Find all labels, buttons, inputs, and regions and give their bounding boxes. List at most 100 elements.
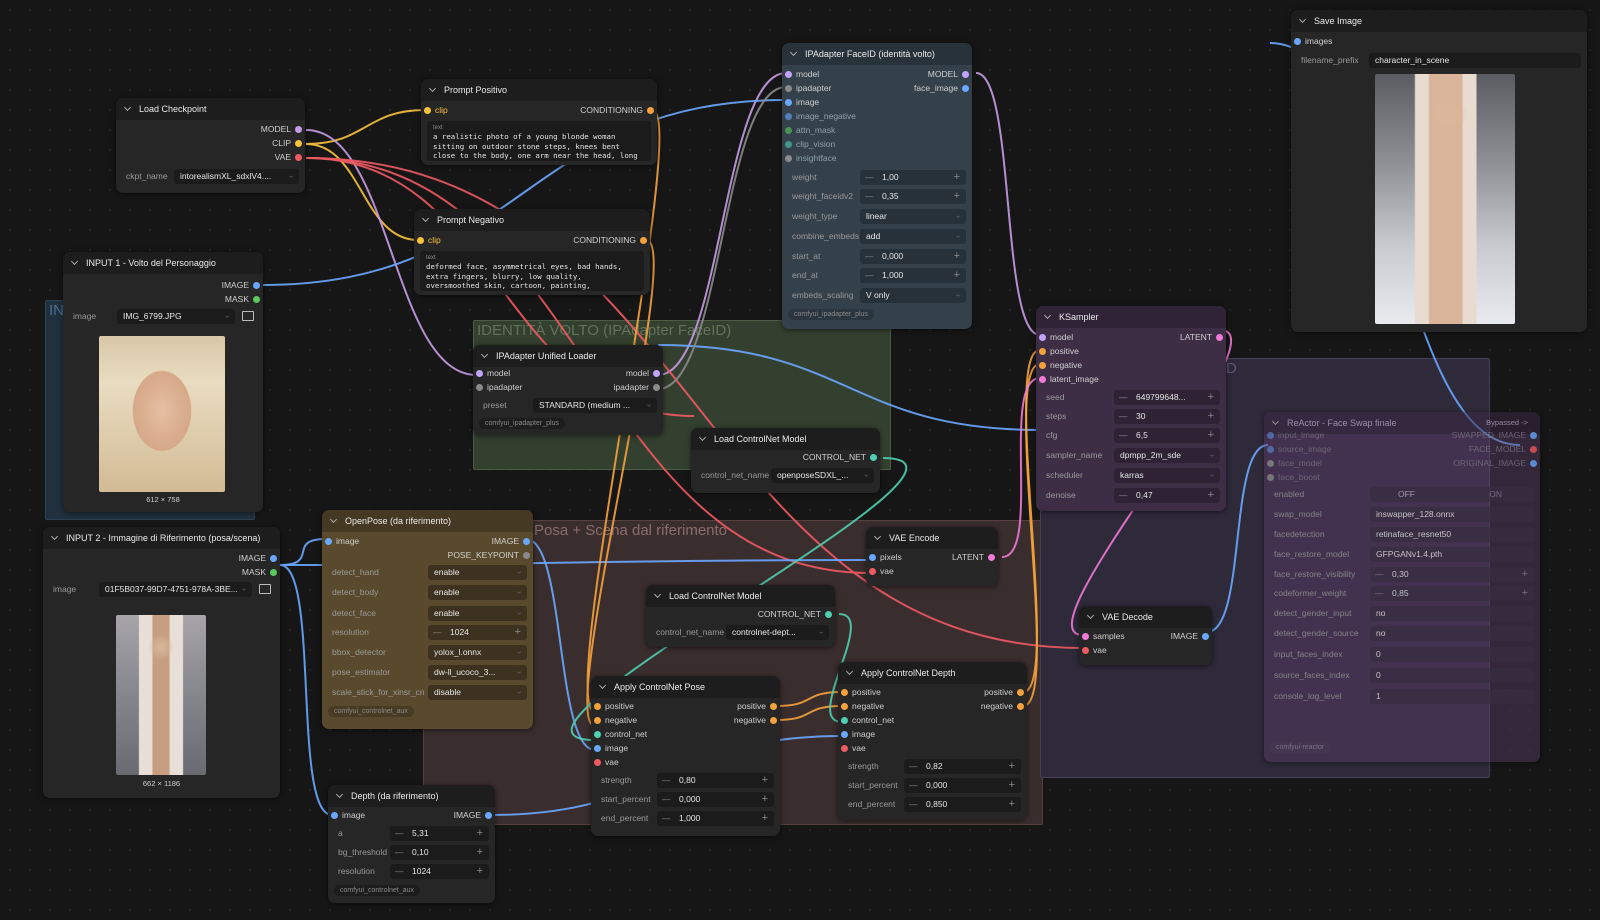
widget-value[interactable]: 1024 (390, 864, 489, 879)
widget-value[interactable]: no (1370, 626, 1534, 641)
node-ksampler[interactable]: KSampler model positive negative latent_… (1036, 306, 1226, 511)
input-pixels[interactable]: pixels (866, 550, 902, 564)
output-swapped-image[interactable]: SWAPPED_IMAGE (1452, 428, 1540, 442)
socket-dot[interactable] (594, 759, 601, 766)
widget-value[interactable]: 1,000 (860, 268, 966, 283)
widget-a[interactable]: a5,31 (334, 825, 489, 842)
widget-start-percent[interactable]: start_percent0,000 (844, 777, 1021, 794)
socket-dot[interactable] (841, 745, 848, 752)
input-images[interactable]: images (1291, 34, 1332, 48)
socket-dot[interactable] (785, 127, 792, 134)
socket-dot[interactable] (1202, 633, 1209, 640)
socket-dot[interactable] (424, 107, 431, 114)
socket-dot[interactable] (1267, 460, 1274, 467)
input-control-net[interactable]: control_net (838, 713, 894, 727)
input-clip[interactable]: clip (421, 103, 448, 117)
socket-dot[interactable] (325, 538, 332, 545)
output-original-image[interactable]: ORIGINAL_IMAGE (1453, 456, 1540, 470)
widget-value[interactable]: 01F5B037-99D7-4751-978A-3BE... (99, 582, 252, 597)
input-face-boost[interactable]: face_boost (1264, 470, 1320, 484)
socket-dot[interactable] (647, 107, 654, 114)
widget-value[interactable]: character_in_scene (1369, 53, 1581, 68)
widget-value[interactable]: dpmpp_2m_sde (1114, 448, 1220, 463)
socket-dot[interactable] (270, 569, 277, 576)
socket-dot[interactable] (785, 141, 792, 148)
socket-dot[interactable] (1017, 689, 1024, 696)
widget-weight[interactable]: weight1,00 (788, 169, 966, 186)
socket-dot[interactable] (1082, 633, 1089, 640)
socket-dot[interactable] (1039, 376, 1046, 383)
widget-value[interactable]: retinaface_resnet50 (1370, 527, 1534, 542)
input-negative[interactable]: negative (591, 713, 637, 727)
widget-value[interactable]: GFPGANv1.4.pth (1370, 547, 1534, 562)
node-ipadapter-faceid[interactable]: IPAdapter FaceID (identità volto) model … (782, 43, 972, 329)
widget-seed[interactable]: seed649799648... (1042, 389, 1220, 406)
socket-dot[interactable] (1039, 334, 1046, 341)
widget-value[interactable]: V only (860, 288, 966, 303)
input-input-image[interactable]: input_image (1264, 428, 1324, 442)
socket-dot[interactable] (770, 703, 777, 710)
widget-value[interactable]: 30 (1114, 409, 1220, 424)
socket-dot[interactable] (523, 538, 530, 545)
widget-value[interactable]: inswapper_128.onnx (1370, 507, 1534, 522)
output-model[interactable]: MODEL (928, 67, 972, 81)
input-vae[interactable]: vae (866, 564, 894, 578)
node-ipadapter-unified-loader[interactable]: IPAdapter Unified Loader model ipadapter… (473, 345, 663, 435)
widget-value[interactable]: 0,000 (904, 778, 1021, 793)
widget-value[interactable]: enable (428, 606, 527, 621)
output-image[interactable]: IMAGE (222, 278, 263, 292)
output-negative[interactable]: negative (734, 713, 780, 727)
socket-dot[interactable] (962, 71, 969, 78)
socket-dot[interactable] (1039, 348, 1046, 355)
widget-codeformer-weight[interactable]: codeformer_weight0,85 (1270, 585, 1534, 602)
socket-dot[interactable] (785, 155, 792, 162)
socket-dot[interactable] (295, 154, 302, 161)
widget-face-restore-visibility[interactable]: face_restore_visibility0,30 (1270, 566, 1534, 583)
output-positive[interactable]: positive (984, 685, 1027, 699)
output-mask[interactable]: MASK (242, 565, 280, 579)
output-latent[interactable]: LATENT (952, 550, 998, 564)
socket-dot[interactable] (785, 113, 792, 120)
socket-dot[interactable] (841, 717, 848, 724)
widget-value[interactable]: 0,10 (390, 845, 489, 860)
socket-dot[interactable] (476, 384, 483, 391)
node-apply-controlnet-depth[interactable]: Apply ControlNet Depth positive negative… (838, 662, 1027, 820)
widget-value[interactable]: 649799648... (1114, 390, 1220, 405)
output-pose-keypoint[interactable]: POSE_KEYPOINT (448, 548, 533, 562)
socket-dot[interactable] (1017, 703, 1024, 710)
socket-dot[interactable] (1039, 362, 1046, 369)
output-vae[interactable]: VAE (275, 150, 305, 164)
socket-dot[interactable] (825, 611, 832, 618)
widget-end-percent[interactable]: end_percent1,000 (597, 810, 774, 827)
widget-value[interactable]: 0,000 (860, 249, 966, 264)
socket-dot[interactable] (476, 370, 483, 377)
socket-dot[interactable] (485, 812, 492, 819)
widget-steps[interactable]: steps30 (1042, 408, 1220, 425)
node-apply-controlnet-pose[interactable]: Apply ControlNet Pose positive negative … (591, 676, 780, 836)
input-ipadapter[interactable]: ipadapter (473, 380, 522, 394)
input-ipadapter[interactable]: ipadapter (782, 81, 831, 95)
input-model[interactable]: model (473, 366, 510, 380)
output-control-net[interactable]: CONTROL_NET (803, 450, 880, 464)
node-vae-decode[interactable]: VAE Decode samples vae IMAGE (1079, 606, 1212, 665)
widget-value[interactable]: 1,000 (657, 811, 774, 826)
socket-dot[interactable] (594, 745, 601, 752)
socket-dot[interactable] (841, 731, 848, 738)
widget-value[interactable]: controlnet-dept... (726, 625, 829, 640)
socket-dot[interactable] (270, 555, 277, 562)
